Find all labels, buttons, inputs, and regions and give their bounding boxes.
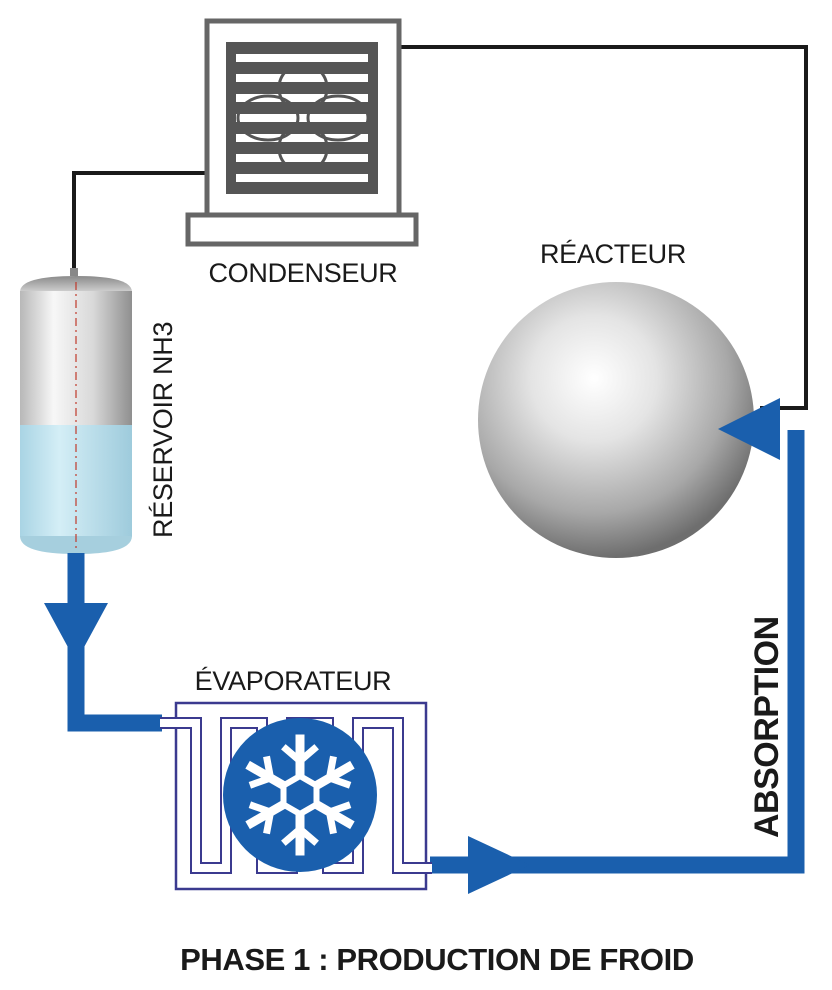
tank-icon [20,268,132,554]
absorption-label: ABSORPTION [748,616,786,838]
flow-reservoir-to-evaporator [44,553,162,732]
evaporator-frame [174,701,428,891]
diagram-title: PHASE 1 : PRODUCTION DE FROID [180,942,694,977]
flow-arrow-into-reactor [718,398,780,460]
reservoir-label: RÉSERVOIR NH3 [148,322,178,538]
reservoir-tank [20,268,132,554]
flow-arrow-down [44,603,108,662]
pipe-condenser-to-reservoir [72,171,228,268]
reactor-label: RÉACTEUR [540,239,686,269]
snowflake-icon [245,734,355,856]
evaporator-label: ÉVAPORATEUR [195,666,392,696]
evaporator [160,701,432,891]
flow-arrow-right [468,836,530,894]
condenser-base [185,212,419,247]
flow-evaporator-to-reactor [430,398,805,894]
sphere-icon [478,282,754,558]
reactor [478,282,754,558]
condenser [185,18,419,247]
condenser-coil [226,42,378,194]
condenser-label: CONDENSEUR [208,258,397,288]
